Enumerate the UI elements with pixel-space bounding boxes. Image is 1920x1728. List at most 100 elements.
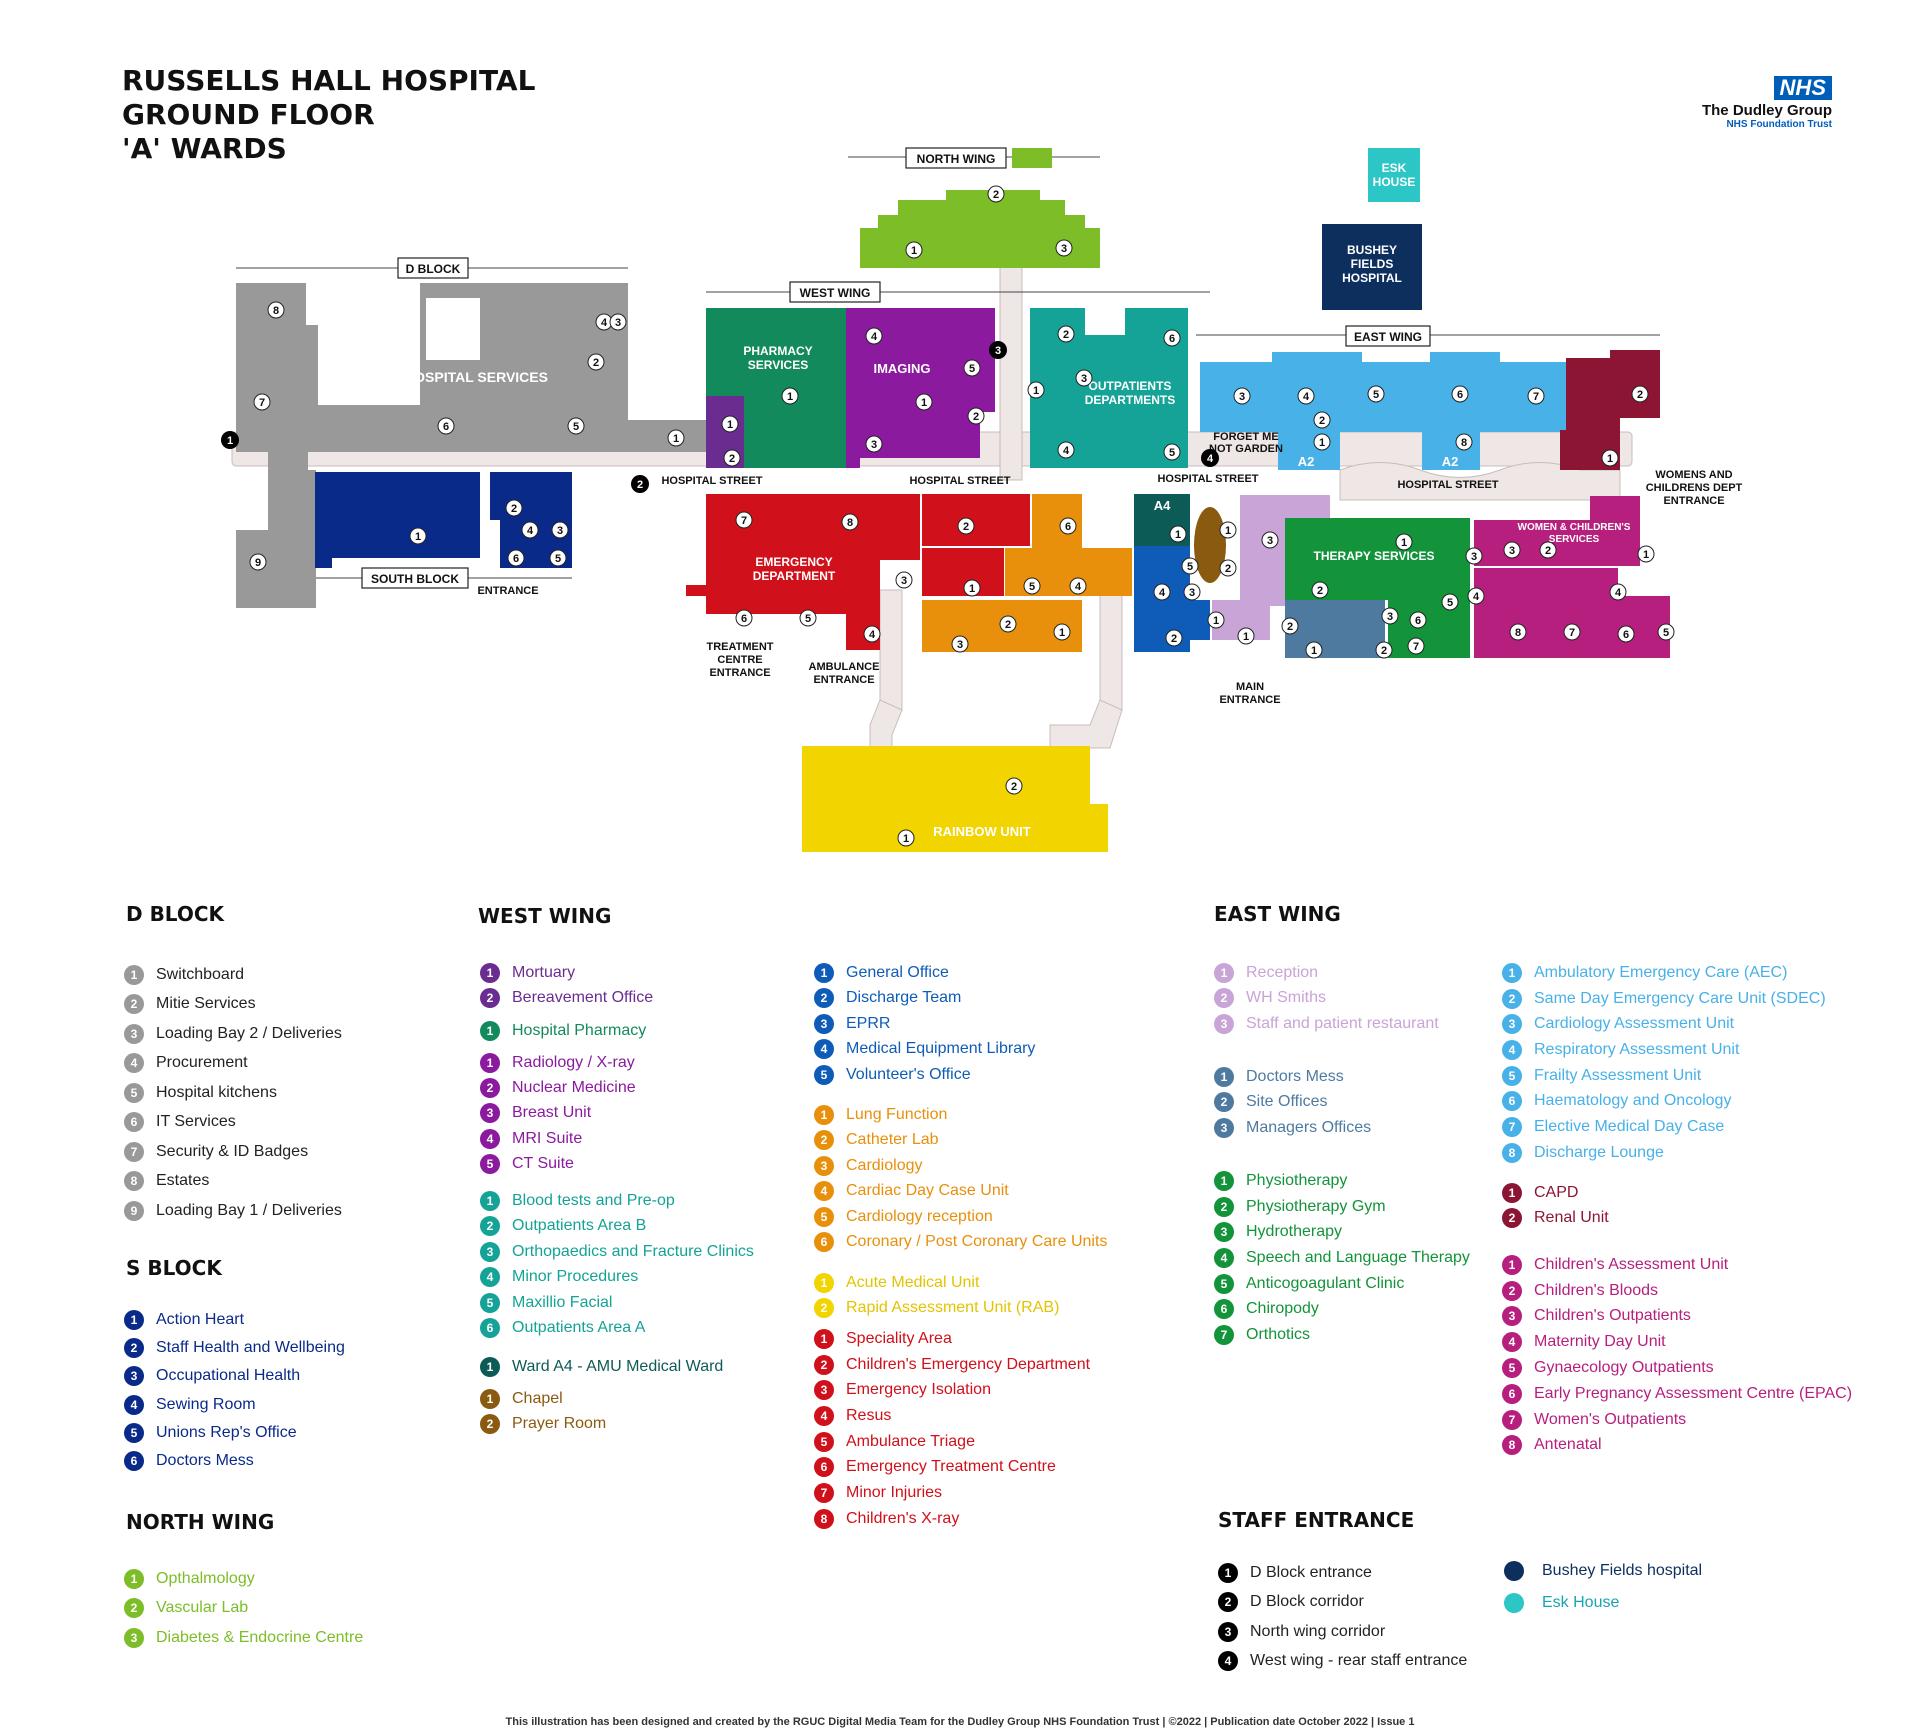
legend-label: Bereavement Office — [512, 989, 654, 1007]
legend-number-badge: 3 — [1502, 1306, 1522, 1327]
room-number-marker — [1313, 433, 1331, 451]
legend-label: Vascular Lab — [156, 1599, 249, 1617]
legend-number-badge: 2 — [1214, 1092, 1234, 1113]
room-number-marker — [1181, 557, 1199, 575]
legend-number-badge: 1 — [814, 1328, 834, 1349]
legend-number-badge: 7 — [1502, 1409, 1522, 1430]
legend-label: Children's Outpatients — [1534, 1307, 1691, 1325]
legend-label: D Block entrance — [1250, 1563, 1372, 1581]
room-number-marker — [1069, 577, 1087, 595]
room-number-text: 2 — [993, 189, 999, 201]
room-number-marker — [781, 387, 799, 405]
svg-text:MAIN: MAIN — [1236, 681, 1264, 693]
legend-number-badge: 4 — [124, 1394, 144, 1415]
women-children-building — [1474, 496, 1670, 658]
legend-number-badge: 5 — [124, 1422, 144, 1443]
room-number-marker — [1059, 517, 1077, 535]
room-number-text: 3 — [557, 525, 563, 537]
room-number-text: 3 — [901, 575, 907, 587]
legend-label: Children's Bloods — [1534, 1281, 1659, 1299]
room-number-text: 3 — [1267, 535, 1273, 547]
emergency-block-right — [922, 494, 1030, 546]
legend-west-wing-title: WEST WING — [478, 904, 612, 928]
legend-d-block-title: D BLOCK — [126, 902, 225, 926]
legend-label: Cardiology — [846, 1156, 923, 1174]
room-number-marker — [1441, 593, 1459, 611]
legend-item: 2 Bereavement Office — [480, 986, 653, 1012]
room-number-marker — [1395, 533, 1413, 551]
svg-text:A2: A2 — [1298, 454, 1315, 469]
room-number-text: 8 — [1461, 437, 1467, 449]
legend-label: Same Day Emergency Care Unit (SDEC) — [1534, 989, 1826, 1007]
svg-text:TREATMENT: TREATMENT — [706, 641, 773, 653]
legend-number-badge: 3 — [124, 1627, 144, 1648]
imaging-label: IMAGING — [873, 361, 930, 376]
legend-number-badge: 6 — [1502, 1091, 1522, 1112]
room-number-text: 5 — [1169, 447, 1175, 459]
staff-entrance-marker — [631, 475, 649, 493]
room-number-text: 7 — [1413, 641, 1419, 653]
room-number-text: 7 — [259, 397, 265, 409]
room-number-text: 2 — [963, 521, 969, 533]
legend-label: Action Heart — [156, 1311, 245, 1329]
room-number-text: 7 — [1569, 627, 1575, 639]
staff-entrance-marker — [1201, 449, 1219, 467]
legend-number-badge: 4 — [814, 1405, 834, 1426]
room-number-marker — [1465, 547, 1483, 565]
room-number-text: 3 — [1471, 551, 1477, 563]
legend-label: EPRR — [846, 1014, 891, 1032]
legend-number-badge: 1 — [480, 1388, 500, 1409]
legend-label: Rapid Assessment Unit (RAB) — [846, 1299, 1060, 1317]
svg-text:AMBULANCE: AMBULANCE — [809, 661, 880, 673]
room-number-text: 2 — [1319, 415, 1325, 427]
legend-label: Diabetes & Endocrine Centre — [156, 1628, 364, 1646]
room-number-marker — [1539, 541, 1557, 559]
reception-building — [1212, 495, 1330, 640]
legend-label: IT Services — [156, 1113, 236, 1131]
svg-text:DEPARTMENT: DEPARTMENT — [753, 569, 836, 583]
room-number-text: 1 — [1243, 631, 1249, 643]
legend-label: Early Pregnancy Assessment Centre (EPAC) — [1534, 1384, 1853, 1402]
legend-other-sites: Bushey Fields hospital Esk House — [1504, 1558, 1702, 1616]
room-number-marker — [1311, 581, 1329, 599]
staff-entrance-marker — [221, 431, 239, 449]
svg-text:WOMENS AND: WOMENS AND — [1655, 469, 1732, 481]
legend-number-badge: 4 — [814, 1181, 834, 1202]
room-number-marker — [987, 185, 1005, 203]
street-labels: HOSPITAL STREET HOSPITAL STREET HOSPITAL… — [661, 473, 1498, 491]
room-number-text: 9 — [255, 557, 261, 569]
legend-number-badge: 7 — [1214, 1324, 1234, 1345]
legend-number-badge: 2 — [480, 988, 500, 1009]
room-number-text: 5 — [1373, 389, 1379, 401]
room-number-text: 2 — [729, 453, 735, 465]
svg-text:A2: A2 — [1442, 454, 1459, 469]
legend-label: D Block corridor — [1250, 1593, 1364, 1611]
renal-building — [1560, 350, 1660, 470]
room-number-marker — [551, 521, 569, 539]
room-number-text: 4 — [1075, 581, 1082, 593]
legend-label: Renal Unit — [1534, 1209, 1609, 1227]
